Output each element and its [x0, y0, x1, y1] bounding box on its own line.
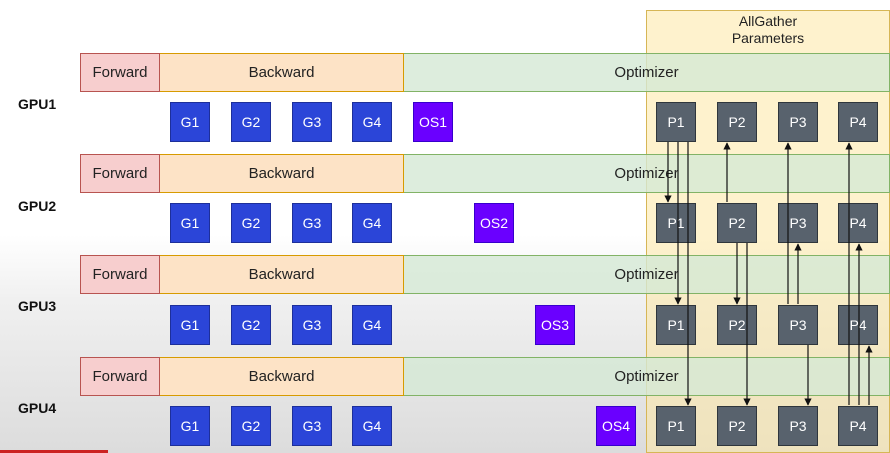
- gpu2-forward-phase: Forward: [80, 154, 160, 193]
- gpu2-gradient-g1: G1: [170, 203, 210, 243]
- gpu3-gradient-g3: G3: [292, 305, 332, 345]
- gpu2-param-p1: P1: [656, 203, 696, 243]
- gpu2-label: GPU2: [18, 198, 57, 214]
- gpu1-param-p4: P4: [838, 102, 878, 142]
- gpu1-label: GPU1: [18, 96, 57, 112]
- gpu1-gradient-g2: G2: [231, 102, 271, 142]
- gpu4-param-p4: P4: [838, 406, 878, 446]
- gpu4-optimizer-state: OS4: [596, 406, 636, 446]
- allgather-label: AllGather Parameters: [731, 13, 805, 46]
- gpu4-label: GPU4: [18, 400, 57, 416]
- gpu3-param-p2: P2: [717, 305, 757, 345]
- gpu3-backward-phase: Backward: [160, 255, 404, 294]
- gpu1-gradient-g3: G3: [292, 102, 332, 142]
- gpu4-optimizer-phase: Optimizer: [404, 357, 890, 396]
- gpu2-gradient-g3: G3: [292, 203, 332, 243]
- gpu1-forward-phase: Forward: [80, 53, 160, 92]
- gpu4-gradient-g1: G1: [170, 406, 210, 446]
- gpu3-gradient-g2: G2: [231, 305, 271, 345]
- gpu2-optimizer-state: OS2: [474, 203, 514, 243]
- gpu2-gradient-g2: G2: [231, 203, 271, 243]
- gpu2-backward-phase: Backward: [160, 154, 404, 193]
- gpu2-gradient-g4: G4: [352, 203, 392, 243]
- gpu1-optimizer-state: OS1: [413, 102, 453, 142]
- gpu4-forward-phase: Forward: [80, 357, 160, 396]
- gpu4-backward-phase: Backward: [160, 357, 404, 396]
- gpu4-gradient-g4: G4: [352, 406, 392, 446]
- gpu3-param-p1: P1: [656, 305, 696, 345]
- gpu2-param-p4: P4: [838, 203, 878, 243]
- gpu4-gradient-g3: G3: [292, 406, 332, 446]
- gpu3-gradient-g1: G1: [170, 305, 210, 345]
- gpu2-param-p3: P3: [778, 203, 818, 243]
- gpu2-param-p2: P2: [717, 203, 757, 243]
- gpu3-gradient-g4: G4: [352, 305, 392, 345]
- gpu3-param-p4: P4: [838, 305, 878, 345]
- gpu1-optimizer-phase: Optimizer: [404, 53, 890, 92]
- gpu4-param-p3: P3: [778, 406, 818, 446]
- gpu3-param-p3: P3: [778, 305, 818, 345]
- gpu1-backward-phase: Backward: [160, 53, 404, 92]
- gpu3-label: GPU3: [18, 298, 57, 314]
- gpu1-param-p2: P2: [717, 102, 757, 142]
- gpu4-param-p1: P1: [656, 406, 696, 446]
- gpu2-optimizer-phase: Optimizer: [404, 154, 890, 193]
- gpu4-gradient-g2: G2: [231, 406, 271, 446]
- gpu3-optimizer-state: OS3: [535, 305, 575, 345]
- gpu3-optimizer-phase: Optimizer: [404, 255, 890, 294]
- gpu1-param-p1: P1: [656, 102, 696, 142]
- gpu1-gradient-g1: G1: [170, 102, 210, 142]
- gpu3-forward-phase: Forward: [80, 255, 160, 294]
- gpu1-gradient-g4: G4: [352, 102, 392, 142]
- gpu1-param-p3: P3: [778, 102, 818, 142]
- progress-accent-bar: [0, 450, 108, 453]
- gpu4-param-p2: P2: [717, 406, 757, 446]
